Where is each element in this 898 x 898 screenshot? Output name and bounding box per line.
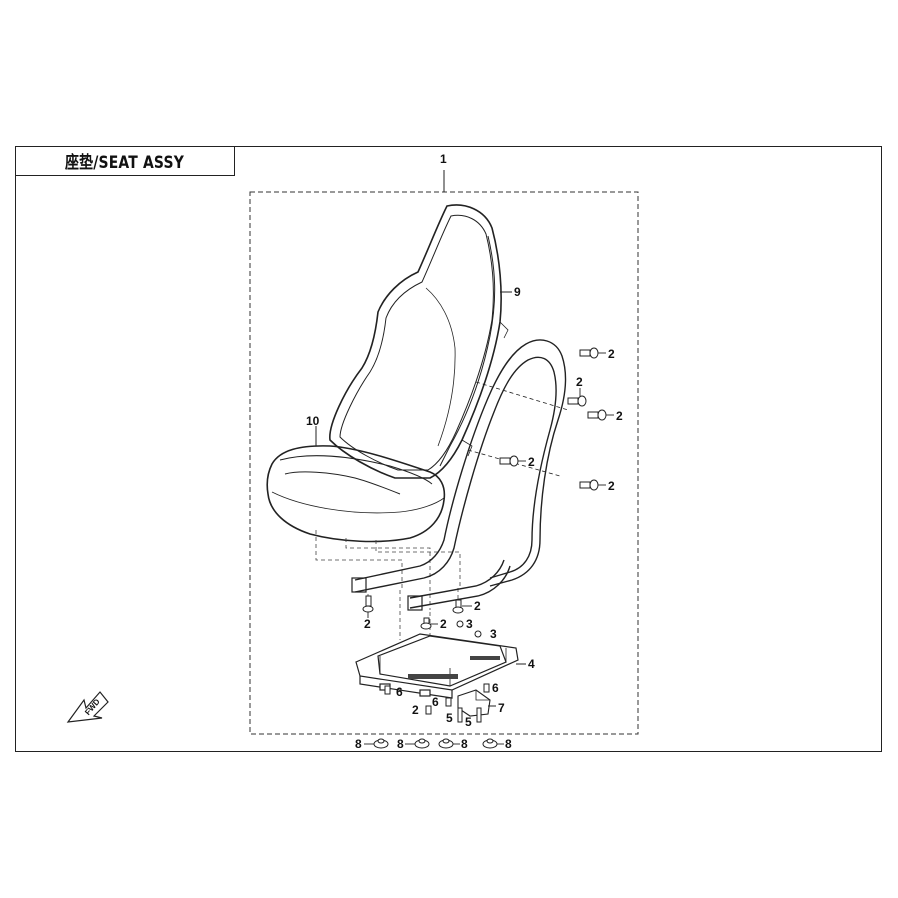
bolt-icon [499,455,519,467]
callout-2: 2 [616,409,623,423]
callout-2: 2 [608,347,615,361]
callout-8: 8 [461,737,468,751]
nut-icon [438,738,454,749]
callout-3: 3 [466,617,473,631]
callout-2: 2 [528,455,535,469]
callout-6: 2 [412,703,419,717]
callout-7: 7 [498,701,505,715]
callout-5: 5 [465,715,472,729]
seat-frame [351,321,569,611]
bolt-icon [587,409,607,421]
callout-8: 8 [397,737,404,751]
callout-5: 5 [446,711,453,725]
frame-bolts [362,347,607,630]
callout-10: 10 [306,414,320,428]
drawing-frame [15,146,882,752]
bolt-icon [362,595,374,613]
nut-icon [414,738,430,749]
callout-6: 6 [432,695,439,709]
bracket [457,689,491,717]
mounting-plate [355,633,519,699]
seat-cushion [266,426,446,543]
callout-3: 3 [490,627,497,641]
page-title: 座垫/SEAT ASSY [65,153,184,173]
bolt-icon [579,479,599,491]
title-box: 座垫/SEAT ASSY [15,146,235,176]
bolt-icon [420,617,432,630]
screws [384,683,490,723]
callout-6: 6 [396,685,403,699]
nut-icon [373,738,389,749]
callout-8: 8 [505,737,512,751]
bolt-icon [452,599,464,614]
callout-labels: 1 9 10 2 2 2 2 2 2 2 2 3 3 4 6 6 6 2 5 5… [306,152,623,751]
callout-2: 2 [608,479,615,493]
forward-arrow-icon: FWD [66,691,109,723]
washers [456,620,482,638]
callout-6: 6 [492,681,499,695]
nut-icon [482,738,498,749]
callout-2: 2 [474,599,481,613]
callout-4: 4 [528,657,535,671]
callout-1: 1 [440,152,447,166]
bolt-leaders [367,352,614,625]
bolt-icon [567,395,587,407]
bolt-icon [579,347,599,359]
callout-2: 2 [364,617,371,631]
callout-9: 9 [514,285,521,299]
seat-backrest [329,204,502,479]
callout-2: 2 [576,375,583,389]
callout-8: 8 [355,737,362,751]
nuts [373,738,498,749]
callout-2: 2 [440,617,447,631]
